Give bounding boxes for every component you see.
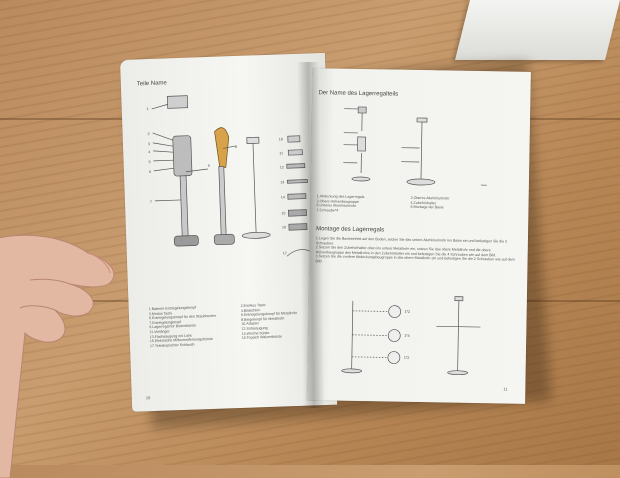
- callout-12: 12: [280, 165, 284, 169]
- callout-8: 8: [235, 145, 237, 149]
- right-page-number: 11: [503, 386, 507, 391]
- callout-1: 1: [147, 107, 149, 111]
- right-page: Der Name des Lagerregalteils 1.Abdeckung…: [307, 68, 531, 404]
- right-page-title: Der Name des Lagerregalteils: [318, 90, 398, 97]
- callout-5: 5: [149, 160, 151, 164]
- list-item: 7.Schraube*4: [316, 208, 408, 214]
- detail-label: 1*2: [404, 356, 409, 360]
- rack-parts-col2: 2.Oberes Aluminiumrohr 4.Zubehörhalter 6…: [410, 196, 510, 212]
- callout-3: 3: [148, 142, 150, 146]
- callout-11: 11: [279, 151, 283, 155]
- callout-10: 10: [279, 137, 283, 141]
- callout-15: 15: [281, 211, 285, 215]
- callout-7: 7: [150, 200, 152, 204]
- callout-2: 2: [148, 132, 150, 136]
- callout-13: 13: [280, 180, 284, 184]
- callout-6: 6: [149, 170, 151, 174]
- parts-list-col1: 1.Batterie-Entriegelungsknopf 3.Modus Ta…: [149, 304, 238, 348]
- hand: [0, 228, 140, 478]
- mount-section-title: Montage des Lagerregals: [316, 226, 384, 233]
- detail-label: 1*2: [405, 310, 410, 314]
- detail-label: 1*4: [404, 334, 409, 338]
- storage-rack-diagram: [311, 100, 523, 204]
- mount-steps-diagram: 1*2 1*4 1*2: [307, 290, 519, 384]
- mount-steps: 1.Legen Sie die Basiseinheit auf den Bod…: [315, 236, 515, 267]
- left-page-title: Teile Name: [137, 80, 167, 87]
- callout-9: 9: [208, 164, 210, 168]
- callout-17: 17: [283, 251, 287, 255]
- rack-parts-col1: 1.Abdeckung des Lagerregals 3.Obere Hüls…: [316, 194, 408, 214]
- paper-sheet-corner: [455, 0, 620, 60]
- callout-4: 4: [148, 150, 150, 154]
- callout-14: 14: [281, 195, 285, 199]
- callout-16: 16: [282, 225, 286, 229]
- list-item: 6.Montage der Basis: [410, 205, 510, 211]
- left-page-number: 10: [146, 395, 151, 400]
